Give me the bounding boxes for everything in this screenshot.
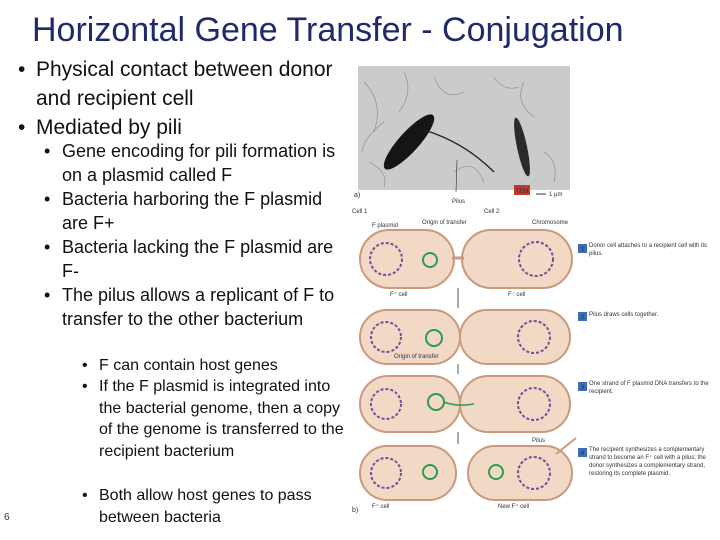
step-number: 1	[581, 247, 585, 253]
bullet-marker: •	[82, 357, 88, 374]
bullet-text: Gene encoding for pili formation is on a…	[62, 141, 336, 185]
bullet-marker: •	[44, 285, 51, 305]
slide-number: 6	[4, 512, 10, 523]
bullet-f-minus: • Bacteria lacking the F plasmid are F-	[44, 235, 349, 283]
bullet-host-genes: • F can contain host genes	[82, 355, 350, 377]
step3-cells	[359, 375, 571, 433]
step-number: 2	[581, 315, 585, 321]
origin-transfer-label: Origin of transfer	[422, 220, 467, 226]
bullet-text: Bacteria harboring the F plasmid are F+	[62, 189, 323, 233]
f-plus-cell-label-2: F⁺ cell	[372, 503, 390, 510]
bullet-text: The pilus allows a replicant of F to tra…	[62, 285, 335, 329]
cell1-label: Cell 1	[352, 209, 368, 215]
scale-label: 1 μm	[549, 192, 562, 198]
step-2: 2 Pilus draws cells together.	[578, 312, 659, 321]
bullet-marker: •	[44, 189, 51, 209]
bullet-text: If the F plasmid is integrated into the …	[99, 378, 344, 460]
step-number: 3	[581, 385, 585, 391]
bullet-marker: •	[44, 141, 51, 161]
bullet-marker: •	[44, 237, 51, 257]
bullet-physical-contact: • Physical contact between donor and rec…	[18, 55, 348, 113]
step-4: 4 The recipient synthesizes a complement…	[578, 447, 706, 477]
new-f-plus-cell-label: New F⁺ cell	[498, 503, 529, 510]
chromosome-label: Chromosome	[532, 220, 569, 226]
bullet-pili-gene: • Gene encoding for pili formation is on…	[44, 139, 349, 187]
bullet-pilus-transfer: • The pilus allows a replicant of F to t…	[44, 283, 349, 331]
step-text: Donor cell attaches to a recipient cell …	[589, 243, 708, 257]
f-plus-cell-label: F⁺ cell	[390, 291, 408, 298]
bullet-text: F can contain host genes	[99, 357, 278, 374]
conjugation-figure: TEM 1 μm a) Pilus Cell 1 Cell 2 F plasmi…	[352, 66, 709, 514]
bullet-marker: •	[18, 58, 26, 81]
bullet-mediated-by-pili: • Mediated by pili	[18, 113, 348, 142]
step4-cells	[359, 437, 577, 501]
step-text: Pilus draws cells together.	[589, 312, 659, 318]
bullet-f-plus: • Bacteria harboring the F plasmid are F…	[44, 187, 349, 235]
pilus-label: Pilus	[452, 199, 465, 205]
tem-label: TEM	[516, 189, 529, 195]
recipient-bacterium	[514, 117, 530, 177]
bullet-host-genes-pass: • Both allow host genes to pass between …	[82, 485, 350, 528]
bullet-text: Both allow host genes to pass between ba…	[99, 487, 312, 526]
bullet-marker: •	[18, 116, 26, 139]
f-minus-cell-label: F⁻ cell	[508, 292, 526, 298]
step-text: The recipient synthesizes a complementar…	[589, 447, 706, 477]
pilus-strand	[423, 129, 495, 173]
panel-a-label: a)	[354, 192, 360, 199]
bullet-text: Bacteria lacking the F plasmid are F-	[62, 237, 334, 281]
step2-cells	[359, 309, 571, 365]
bullet-integrated: • If the F plasmid is integrated into th…	[82, 376, 350, 462]
cell2-label: Cell 2	[484, 209, 500, 215]
step-number: 4	[581, 451, 585, 457]
panel-b-label: b)	[352, 507, 358, 514]
bullet-text: Mediated by pili	[36, 116, 182, 139]
bullet-marker: •	[82, 378, 88, 395]
step1-cells	[359, 229, 573, 289]
bullet-marker: •	[82, 487, 88, 504]
tem-badge	[514, 185, 530, 195]
step-text: One strand of F plasmid DNA transfers to…	[589, 381, 709, 395]
f-plasmid-label: F plasmid	[372, 223, 398, 229]
pilus-label-2: Pilus	[532, 438, 545, 444]
slide-title: Horizontal Gene Transfer - Conjugation	[32, 11, 624, 49]
origin-transfer-label-2: Origin of transfer	[394, 354, 439, 360]
step-1: 1 Donor cell attaches to a recipient cel…	[578, 243, 708, 257]
step-3: 3 One strand of F plasmid DNA transfers …	[578, 381, 709, 395]
bullet-text: Physical contact between donor and recip…	[36, 58, 333, 110]
donor-bacterium	[383, 114, 435, 170]
